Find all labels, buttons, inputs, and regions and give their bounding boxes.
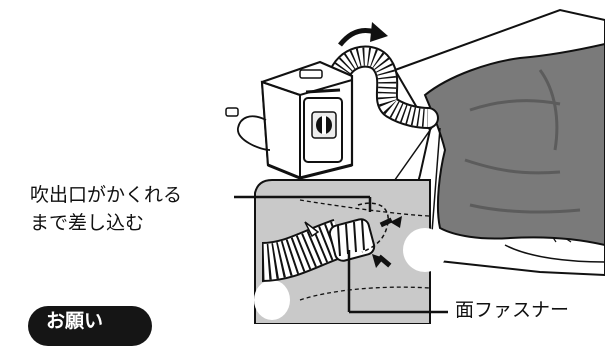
illustration-canvas bbox=[0, 0, 605, 324]
callout-outlet-line2: まで差し込む bbox=[30, 214, 144, 233]
notice-badge: お願い bbox=[28, 306, 152, 346]
futon-dryer-unit bbox=[262, 62, 352, 178]
rotate-arrow-icon bbox=[340, 22, 388, 45]
callout-fastener: 面ファスナー bbox=[455, 301, 569, 320]
callout-outlet-line1: 吹出口がかくれる bbox=[30, 186, 182, 205]
